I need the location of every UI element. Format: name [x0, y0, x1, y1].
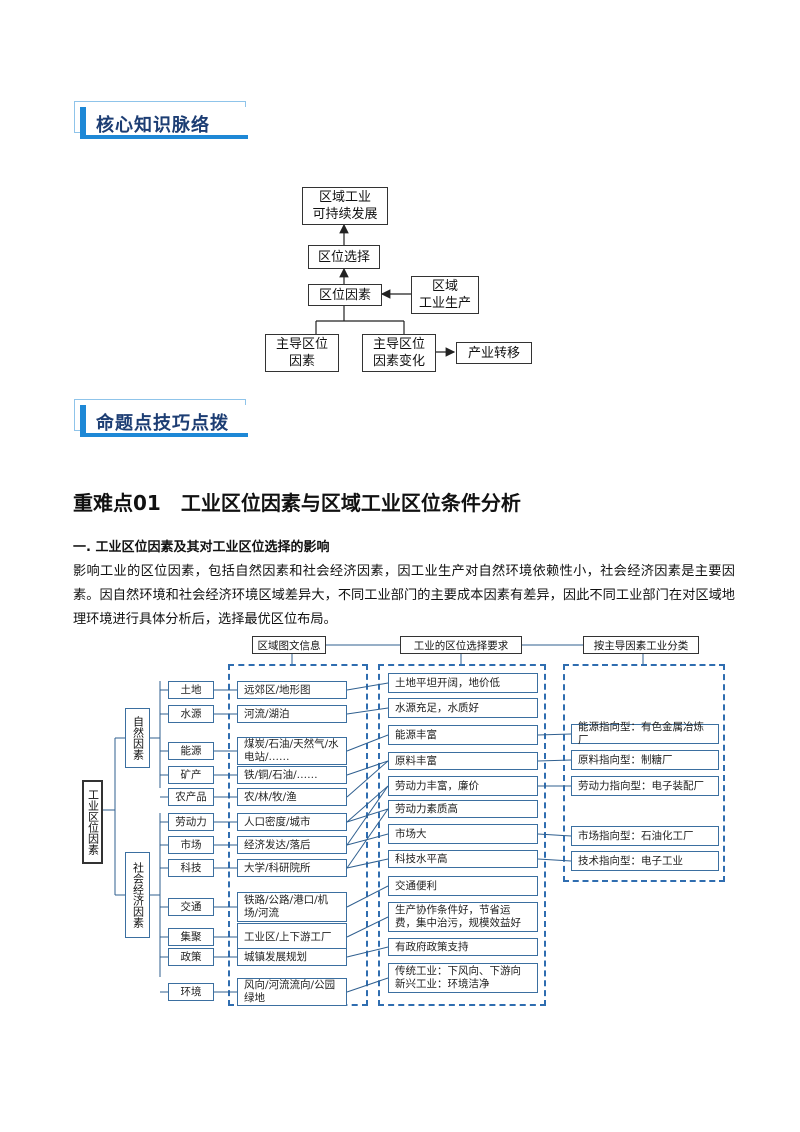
banner-body: [80, 107, 248, 139]
info-box: 人口密度/城市: [237, 813, 347, 831]
info-box: 铁路/公路/港口/机场/河流: [237, 892, 347, 922]
requirement-link-line: [346, 977, 389, 993]
factor-box: 交通: [168, 898, 214, 916]
subsection-heading: 一. 工业区位因素及其对工业区位选择的影响: [73, 540, 330, 555]
banner-title: 核心知识脉络: [96, 115, 210, 136]
info-box: 河流/湖泊: [237, 705, 347, 723]
factor-box: 环境: [168, 983, 214, 1001]
type-link-line: [537, 858, 572, 862]
factor-box: 政策: [168, 948, 214, 966]
factor-box: 能源: [168, 742, 214, 760]
requirement-link-line: [346, 833, 389, 846]
requirement-link-line: [346, 785, 389, 846]
header-industry-types: 按主导因素工业分类: [583, 636, 699, 654]
flow-location-selection: 区位选择: [308, 245, 380, 269]
factor-box: 土地: [168, 681, 214, 699]
requirement-link-line: [346, 760, 389, 798]
requirement-box: 劳动力丰富，廉价: [388, 776, 538, 796]
root-industrial-location-factors: 工业区位因素: [82, 780, 103, 864]
info-box: 城镇发展规划: [237, 948, 347, 966]
banner-body: [80, 405, 248, 437]
factor-box: 劳动力: [168, 813, 214, 831]
requirement-box: 有政府政策支持: [388, 938, 538, 956]
factor-box: 农产品: [168, 788, 214, 806]
type-link-line: [537, 733, 572, 736]
header-regional-info: 区域图文信息: [252, 636, 326, 654]
industry-type-box: 技术指向型：电子工业: [571, 851, 719, 871]
factor-box: 市场: [168, 836, 214, 854]
info-box: 大学/科研院所: [237, 859, 347, 877]
info-box: 工业区/上下游工厂: [237, 923, 347, 951]
info-box: 铁/铜/石油/……: [237, 766, 347, 784]
requirement-link-line: [346, 946, 389, 958]
types-column-frame: [563, 664, 725, 882]
industry-type-box: 市场指向型：石油化工厂: [571, 826, 719, 846]
requirement-box: 能源丰富: [388, 725, 538, 745]
requirement-box: 水源充足，水质好: [388, 698, 538, 718]
factor-box: 集聚: [168, 928, 214, 946]
group-natural-factors: 自然因素: [125, 708, 150, 768]
info-box: 远郊区/地形图: [237, 681, 347, 699]
body-paragraph: 影响工业的区位因素，包括自然因素和社会经济因素，因工业生产对自然环境依赖性小，社…: [73, 564, 735, 627]
requirement-link-line: [346, 682, 389, 691]
requirement-box: 科技水平高: [388, 850, 538, 868]
flow-industrial-transfer: 产业转移: [456, 342, 532, 364]
section-heading: 重难点01 工业区位因素与区域工业区位条件分析: [73, 491, 521, 515]
requirement-box: 土地平坦开阔，地价低: [388, 673, 538, 693]
requirement-link-line: [346, 808, 389, 869]
factor-box: 矿产: [168, 766, 214, 784]
industry-type-box: 能源指向型：有色金属冶炼厂: [571, 721, 719, 746]
industry-type-box: 原料指向型：制糖厂: [571, 750, 719, 770]
section-banner-tips: 命题点技巧点拨: [74, 399, 252, 437]
requirement-link-line: [346, 760, 389, 776]
flow-sustainable-development: 区域工业 可持续发展: [302, 187, 388, 225]
flow-dominant-factor-change: 主导区位 因素变化: [362, 334, 436, 372]
requirement-box: 交通便利: [388, 876, 538, 896]
requirement-box: 生产协作条件好，节省运费，集中治污，规模效益好: [388, 902, 538, 932]
info-box: 经济发达/落后: [237, 836, 347, 854]
requirement-link-line: [346, 916, 389, 938]
section-banner-core: 核心知识脉络: [74, 101, 252, 139]
info-box: 煤炭/石油/天然气/水电站/……: [237, 737, 347, 765]
info-box: 农/林/牧/渔: [237, 788, 347, 806]
requirement-link-line: [346, 707, 389, 715]
requirement-box: 劳动力素质高: [388, 800, 538, 818]
banner-title: 命题点技巧点拨: [96, 413, 229, 434]
flow-regional-industry: 区域 工业生产: [411, 276, 479, 314]
requirement-link-line: [346, 734, 389, 752]
factor-box: 科技: [168, 859, 214, 877]
requirement-box: 市场大: [388, 824, 538, 844]
requirements-column-frame: [378, 664, 546, 1006]
requirement-link-line: [346, 885, 389, 908]
requirement-link-line: [346, 785, 389, 823]
requirement-box: 传统工业：下风向、下游向 新兴工业：环境洁净: [388, 963, 538, 993]
flow-location-factors: 区位因素: [308, 284, 382, 306]
group-socioeconomic-factors: 社会经济因素: [125, 852, 150, 938]
info-box: 风向/河流流向/公园绿地: [237, 978, 347, 1006]
factor-box: 水源: [168, 705, 214, 723]
flow-dominant-factor: 主导区位 因素: [265, 334, 339, 372]
header-location-requirements: 工业的区位选择要求: [400, 636, 522, 654]
industry-type-box: 劳动力指向型：电子装配厂: [571, 776, 719, 796]
requirement-box: 原料丰富: [388, 752, 538, 770]
type-link-line: [537, 833, 572, 837]
type-link-line: [537, 759, 572, 762]
requirement-link-line: [346, 858, 389, 869]
